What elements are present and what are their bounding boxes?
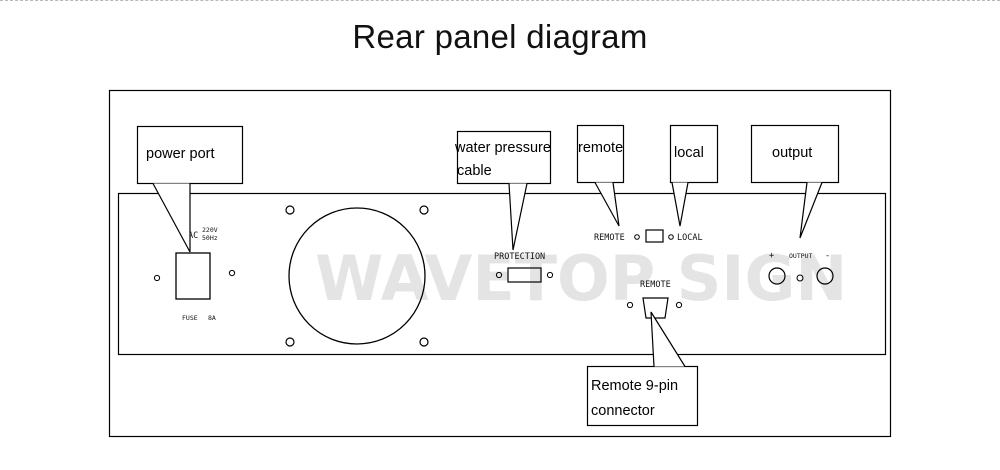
remote-indicator bbox=[634, 234, 640, 240]
output-negative-terminal bbox=[816, 267, 834, 285]
callout-output-text: output bbox=[772, 145, 812, 161]
remote-switch-label: REMOTE bbox=[594, 233, 625, 243]
power-screw-left bbox=[153, 274, 161, 282]
callout-local: local bbox=[669, 124, 719, 227]
remote-port-shape bbox=[642, 297, 669, 319]
callout-remote: remote bbox=[576, 124, 625, 227]
page-title: Rear panel diagram bbox=[352, 18, 648, 55]
fan-circle bbox=[288, 207, 426, 345]
ac-label: AC bbox=[188, 231, 198, 241]
fan-screw-bottom-left bbox=[285, 337, 295, 347]
remote-local-switch: REMOTE LOCAL bbox=[594, 229, 703, 243]
fan-screw-bottom-right bbox=[419, 337, 429, 347]
callout-output: output bbox=[750, 124, 840, 239]
fuse-rating-label: 8A bbox=[208, 314, 216, 322]
output-plus-label: + bbox=[769, 251, 774, 261]
watermark-text: WAVETOP SIGN bbox=[315, 242, 847, 315]
callout-remote-connector: Remote 9-pin connector bbox=[586, 311, 699, 427]
selector-switch bbox=[645, 229, 664, 243]
output-center-indicator bbox=[796, 274, 804, 282]
output-minus-label: - bbox=[825, 251, 830, 261]
remote-9pin-port: REMOTE bbox=[626, 280, 683, 319]
callout-power-port-text: power port bbox=[146, 146, 215, 162]
ac-freq-label: 50Hz bbox=[202, 234, 218, 242]
callout-remote-connector-line2: connector bbox=[591, 403, 655, 419]
callout-water-pressure-cable: water pressure cable bbox=[454, 130, 552, 251]
protection-connector: PROTECTION bbox=[494, 252, 554, 283]
power-socket bbox=[175, 252, 211, 300]
callout-remote-text: remote bbox=[578, 140, 623, 156]
remote-port-screw-left bbox=[626, 301, 634, 309]
output-terminals: + OUTPUT - bbox=[768, 251, 834, 285]
protection-screw-right bbox=[546, 271, 554, 279]
fuse-label: FUSE bbox=[182, 314, 198, 322]
top-dashed-divider bbox=[0, 0, 1000, 1]
rear-panel-body bbox=[117, 192, 887, 356]
remote-port-label: REMOTE bbox=[640, 280, 671, 290]
output-label: OUTPUT bbox=[789, 252, 813, 260]
fan-screw-top-left bbox=[285, 205, 295, 215]
local-indicator bbox=[668, 234, 674, 240]
protection-port bbox=[507, 267, 542, 283]
power-port: AC 220V 50Hz FUSE 8A bbox=[153, 226, 236, 322]
callout-water-pressure-line2: cable bbox=[457, 163, 492, 179]
callout-remote-connector-line1: Remote 9-pin bbox=[591, 378, 678, 394]
callout-water-pressure-line1: water pressure bbox=[454, 140, 551, 156]
protection-screw-left bbox=[495, 271, 503, 279]
callout-power-port: power port bbox=[136, 125, 244, 253]
cooling-fan bbox=[285, 205, 429, 347]
local-switch-label: LOCAL bbox=[677, 233, 703, 243]
power-screw-right bbox=[228, 269, 236, 277]
fan-screw-top-right bbox=[419, 205, 429, 215]
protection-label: PROTECTION bbox=[494, 252, 545, 262]
remote-port-screw-right bbox=[675, 301, 683, 309]
callout-local-text: local bbox=[674, 145, 704, 161]
ac-rating-label: 220V bbox=[202, 226, 218, 234]
diagram-frame bbox=[108, 89, 892, 438]
output-positive-terminal bbox=[768, 267, 786, 285]
